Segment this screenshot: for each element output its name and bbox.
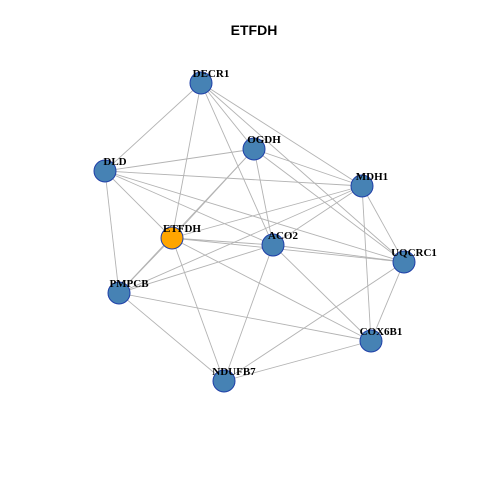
edge-ogdh-pmpcb xyxy=(118,148,255,294)
node-label-ndufb7: NDUFB7 xyxy=(212,366,256,378)
edge-dld-pmpcb xyxy=(104,170,120,294)
edge-mdh1-pmpcb xyxy=(118,185,363,294)
edge-dld-etfdh xyxy=(104,170,173,239)
node-pmpcb: PMPCB xyxy=(107,278,149,305)
node-decr1: DECR1 xyxy=(189,68,230,95)
node-label-ogdh: OGDH xyxy=(247,134,281,146)
node-label-pmpcb: PMPCB xyxy=(109,278,149,290)
edge-etfdh-uqcrc1 xyxy=(171,237,405,263)
node-label-etfdh: ETFDH xyxy=(163,223,201,235)
edge-dld-mdh1 xyxy=(104,170,363,187)
edge-mdh1-cox6b1 xyxy=(361,185,372,342)
edge-ogdh-mdh1 xyxy=(253,148,363,187)
node-label-mdh1: MDH1 xyxy=(356,171,388,183)
edge-decr1-mdh1 xyxy=(200,82,363,187)
node-label-uqcrc1: UQCRC1 xyxy=(391,247,437,259)
edge-ogdh-uqcrc1 xyxy=(253,148,405,263)
edges-layer xyxy=(104,82,405,382)
node-label-dld: DLD xyxy=(103,156,126,168)
edge-cox6b1-ndufb7 xyxy=(223,340,372,382)
edge-etfdh-pmpcb xyxy=(118,237,173,294)
edge-etfdh-aco2 xyxy=(171,237,274,246)
edge-etfdh-cox6b1 xyxy=(171,237,372,342)
node-dld: DLD xyxy=(93,156,127,183)
edge-mdh1-etfdh xyxy=(171,185,363,239)
node-label-aco2: ACO2 xyxy=(268,230,298,242)
node-circle-aco2 xyxy=(261,233,285,257)
edge-decr1-etfdh xyxy=(171,82,202,239)
edge-aco2-cox6b1 xyxy=(272,244,372,342)
edge-ogdh-dld xyxy=(104,148,255,172)
node-label-cox6b1: COX6B1 xyxy=(360,326,403,338)
edge-uqcrc1-ndufb7 xyxy=(223,261,405,382)
edge-etfdh-ndufb7 xyxy=(171,237,225,382)
edge-ogdh-aco2 xyxy=(253,148,274,246)
node-circle-etfdh xyxy=(160,226,184,250)
node-uqcrc1: UQCRC1 xyxy=(391,247,437,274)
node-circle-ndufb7 xyxy=(212,369,236,393)
node-cox6b1: COX6B1 xyxy=(359,326,403,353)
edge-pmpcb-cox6b1 xyxy=(118,292,372,342)
edge-dld-aco2 xyxy=(104,170,274,246)
node-label-decr1: DECR1 xyxy=(193,68,230,80)
node-ogdh: OGDH xyxy=(242,134,281,161)
node-circle-cox6b1 xyxy=(359,329,383,353)
edge-uqcrc1-cox6b1 xyxy=(370,261,405,342)
node-ndufb7: NDUFB7 xyxy=(212,366,256,393)
node-circle-ogdh xyxy=(242,137,266,161)
edge-aco2-uqcrc1 xyxy=(272,244,405,263)
node-aco2: ACO2 xyxy=(261,230,298,257)
edge-decr1-uqcrc1 xyxy=(200,82,405,263)
node-circle-uqcrc1 xyxy=(392,250,416,274)
node-circle-mdh1 xyxy=(350,174,374,198)
edge-aco2-pmpcb xyxy=(118,244,274,294)
edge-pmpcb-ndufb7 xyxy=(118,292,225,382)
edge-decr1-dld xyxy=(104,82,202,172)
node-circle-decr1 xyxy=(189,71,213,95)
edge-dld-uqcrc1 xyxy=(104,170,405,263)
node-circle-pmpcb xyxy=(107,281,131,305)
edge-decr1-aco2 xyxy=(200,82,274,246)
edge-decr1-ogdh xyxy=(200,82,255,150)
node-mdh1: MDH1 xyxy=(350,171,388,198)
edge-mdh1-uqcrc1 xyxy=(361,185,405,263)
edge-mdh1-aco2 xyxy=(272,185,363,246)
graph-title: ETFDH xyxy=(231,22,278,38)
node-etfdh: ETFDH xyxy=(160,223,201,250)
edge-aco2-ndufb7 xyxy=(223,244,274,382)
node-circle-dld xyxy=(93,159,117,183)
